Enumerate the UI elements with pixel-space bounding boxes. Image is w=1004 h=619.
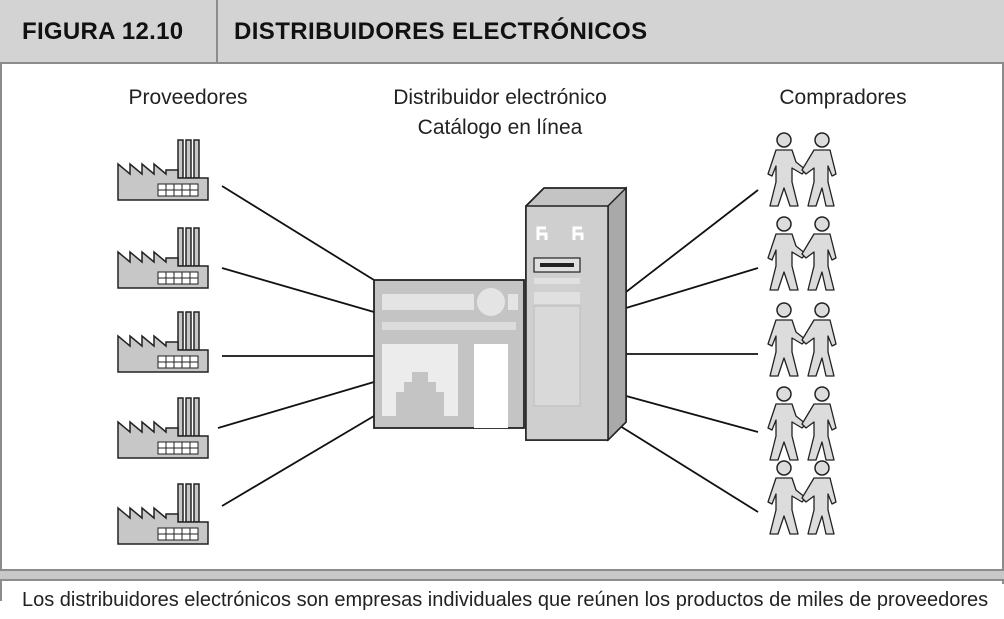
- factory-icon: [117, 483, 209, 545]
- handshake-people-icon: [767, 386, 837, 461]
- caption-separator: [0, 569, 1004, 581]
- factory-icon: [117, 227, 209, 289]
- suppliers-label: Proveedores: [128, 86, 248, 109]
- figure-caption: Los distribuidores electrónicos son empr…: [22, 589, 989, 611]
- buyer-line-1: [625, 189, 759, 293]
- handshake-people-icon: [767, 216, 837, 291]
- supplier-connections: [217, 185, 375, 507]
- header-divider: [216, 0, 218, 64]
- figure-header: FIGURA 12.10 DISTRIBUIDORES ELECTRÓNICOS: [0, 0, 1004, 64]
- buyers-label: Compradores: [779, 86, 907, 109]
- handshake-people-icon: [767, 460, 837, 535]
- factory-icon: [117, 397, 209, 459]
- storefront-icon: [373, 279, 525, 429]
- supplier-line-2: [221, 267, 375, 313]
- buyer-line-5: [619, 425, 759, 513]
- buyer-connections: [619, 189, 759, 513]
- factory-icon: [117, 311, 209, 373]
- supplier-line-1: [221, 185, 375, 281]
- server-tower-icon: [525, 186, 627, 442]
- factory-icon: [117, 139, 209, 201]
- handshake-people-icon: [767, 302, 837, 377]
- catalog-label: Catálogo en línea: [417, 116, 583, 139]
- figure-label: FIGURA 12.10: [22, 18, 184, 45]
- frame-left-border: [0, 64, 2, 601]
- supplier-line-4: [217, 381, 375, 429]
- distributor-label: Distribuidor electrónico: [393, 86, 607, 109]
- buyer-line-2: [625, 267, 759, 309]
- supplier-line-5: [221, 415, 375, 507]
- buyer-line-4: [625, 395, 759, 433]
- frame-right-border: [1002, 64, 1004, 584]
- figure-title: DISTRIBUIDORES ELECTRÓNICOS: [234, 18, 648, 45]
- diagram-canvas: [117, 132, 837, 545]
- handshake-people-icon: [767, 132, 837, 207]
